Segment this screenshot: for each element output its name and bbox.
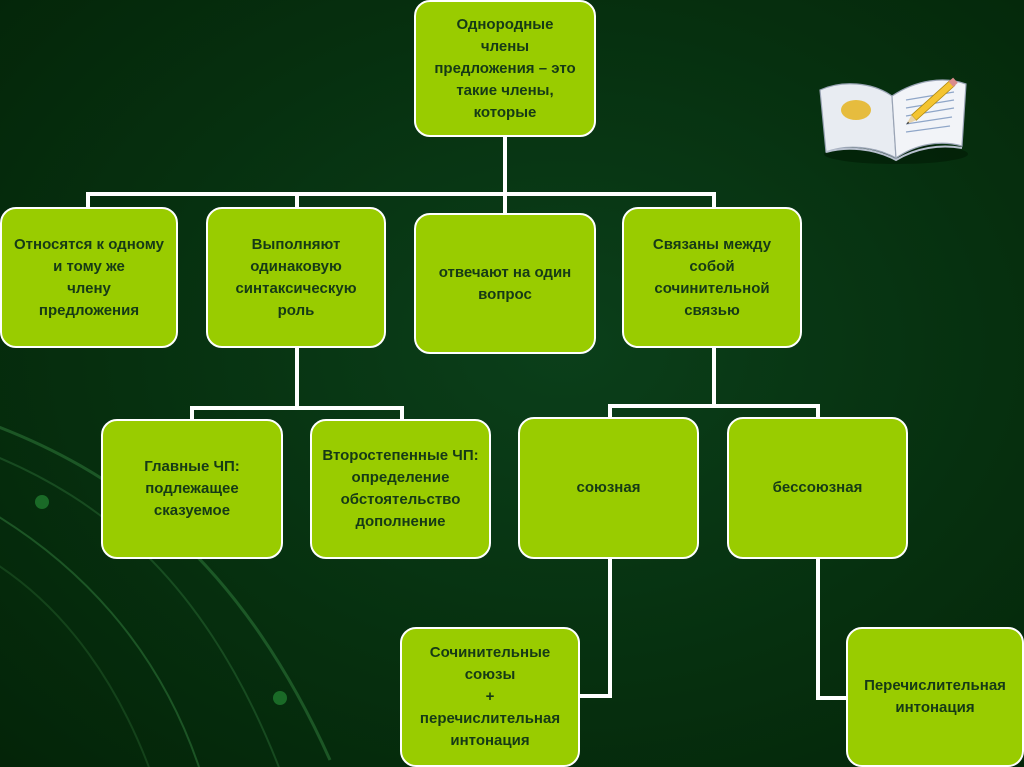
means-box-conjunctions-intonation: Сочинительные союзы + перечислительная и…: [400, 627, 580, 767]
link-box-conjunctive: союзная: [518, 417, 699, 559]
property-box-same-member: Относятся к одному и тому же члену предл…: [0, 207, 178, 348]
property-box-coordinating-link: Связаны между собой сочинительной связью: [622, 207, 802, 348]
means-label: Сочинительные союзы + перечислительная и…: [419, 644, 561, 749]
property-label: Связаны между собой сочинительной связью: [652, 235, 772, 319]
property-label: Выполняют одинаковую синтаксическую роль: [235, 235, 357, 319]
role-label: Второстепенные ЧП: определение обстоятел…: [322, 447, 479, 530]
root-box: Однородные члены предложения – это такие…: [414, 0, 596, 137]
role-box-main-members: Главные ЧП: подлежащее сказуемое: [101, 419, 283, 559]
open-book-with-pencil-icon: [819, 77, 968, 164]
means-label: Перечислительная интонация: [864, 677, 1006, 716]
means-box-intonation: Перечислительная интонация: [846, 627, 1024, 767]
link-label: союзная: [576, 479, 641, 496]
link-label: бессоюзная: [772, 479, 863, 496]
property-label: отвечают на один вопрос: [438, 263, 572, 303]
link-box-asyndetic: бессоюзная: [727, 417, 908, 559]
decor-dot: [35, 495, 49, 509]
role-label: Главные ЧП: подлежащее сказуемое: [144, 458, 240, 519]
property-box-same-role: Выполняют одинаковую синтаксическую роль: [206, 207, 386, 348]
property-box-same-question: отвечают на один вопрос: [414, 213, 596, 354]
role-box-secondary-members: Второстепенные ЧП: определение обстоятел…: [310, 419, 491, 559]
root-label: Однородные члены предложения – это такие…: [434, 15, 576, 121]
decor-dot: [273, 691, 287, 705]
property-label: Относятся к одному и тому же члену предл…: [14, 235, 164, 319]
